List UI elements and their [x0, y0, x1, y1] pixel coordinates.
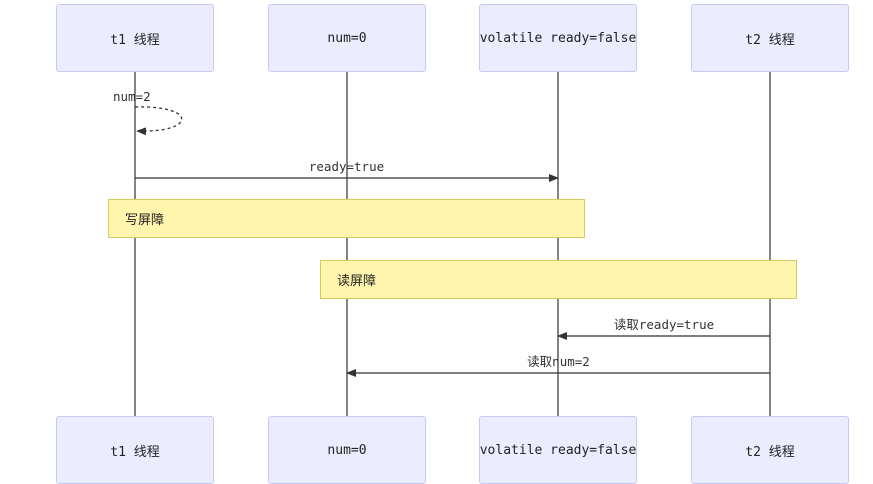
- message-label-ready-true: ready=true: [308, 159, 385, 174]
- participant-t1-bottom: t1 线程: [56, 416, 214, 484]
- message-label-read-ready: 读取ready=true: [613, 317, 715, 332]
- participant-t1-top: t1 线程: [56, 4, 214, 72]
- message-arrow-self-t1: [134, 106, 183, 136]
- participant-t2-top: t2 线程: [691, 4, 849, 72]
- note-write-barrier: 写屏障: [108, 199, 585, 238]
- participant-num-bottom: num=0: [268, 416, 426, 484]
- note-read-barrier: 读屏障: [320, 260, 797, 299]
- participant-t2-bottom: t2 线程: [691, 416, 849, 484]
- participant-ready-bottom: volatile ready=false: [479, 416, 637, 484]
- message-label-num-2: num=2: [113, 89, 151, 104]
- message-label-read-num: 读取num=2: [527, 354, 590, 369]
- participant-num-top: num=0: [268, 4, 426, 72]
- participant-ready-top: volatile ready=false: [479, 4, 637, 72]
